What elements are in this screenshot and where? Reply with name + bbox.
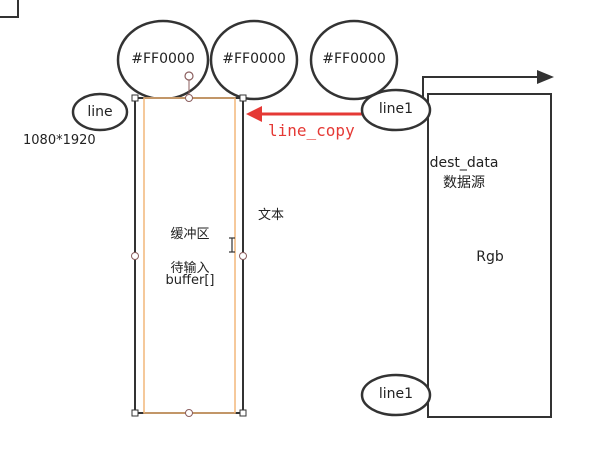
line-copy-arrowhead bbox=[246, 106, 262, 122]
buffer-title: 缓冲区 bbox=[170, 227, 210, 242]
line1-node-bottom-label: line1 bbox=[378, 386, 414, 402]
dest-data-rect[interactable] bbox=[427, 93, 552, 418]
color-node-3[interactable] bbox=[309, 19, 399, 101]
resize-handle-bl[interactable] bbox=[131, 409, 139, 417]
resize-handle-left[interactable] bbox=[131, 252, 139, 260]
output-arrowhead bbox=[537, 70, 554, 84]
data-source-label: 数据源 bbox=[443, 175, 485, 191]
buffer-subtitle-1: 待输入 bbox=[170, 261, 210, 276]
buffer-rect[interactable] bbox=[134, 97, 244, 414]
line1-node-bottom[interactable] bbox=[360, 373, 432, 417]
rotate-handle[interactable] bbox=[184, 71, 194, 81]
text-cursor-icon bbox=[229, 237, 235, 253]
resolution-label: 1080*1920 bbox=[23, 133, 96, 148]
resize-handle-top[interactable] bbox=[185, 94, 193, 102]
rgb-label: Rgb bbox=[476, 249, 504, 265]
resize-handle-tl[interactable] bbox=[131, 94, 139, 102]
resize-handle-bottom[interactable] bbox=[185, 409, 193, 417]
line-copy-label: line_copy bbox=[268, 121, 355, 140]
color-node-1-label: #FF0000 bbox=[131, 51, 195, 67]
line-node-label: line bbox=[87, 104, 113, 120]
corner-fragment bbox=[0, 0, 19, 18]
line1-node-top-label: line1 bbox=[378, 101, 414, 117]
resize-handle-br[interactable] bbox=[239, 409, 247, 417]
buffer-subtitle-2: buffer[] bbox=[165, 273, 215, 288]
line-node[interactable] bbox=[71, 92, 129, 132]
color-node-2[interactable] bbox=[209, 19, 299, 101]
resize-handle-tr[interactable] bbox=[239, 94, 247, 102]
text-label: 文本 bbox=[258, 208, 285, 223]
color-node-3-label: #FF0000 bbox=[322, 51, 386, 67]
resize-handle-right[interactable] bbox=[239, 252, 247, 260]
color-node-2-label: #FF0000 bbox=[222, 51, 286, 67]
dest-data-label: dest_data bbox=[429, 155, 499, 171]
line1-node-top[interactable] bbox=[360, 88, 432, 132]
output-connector[interactable] bbox=[422, 76, 540, 100]
